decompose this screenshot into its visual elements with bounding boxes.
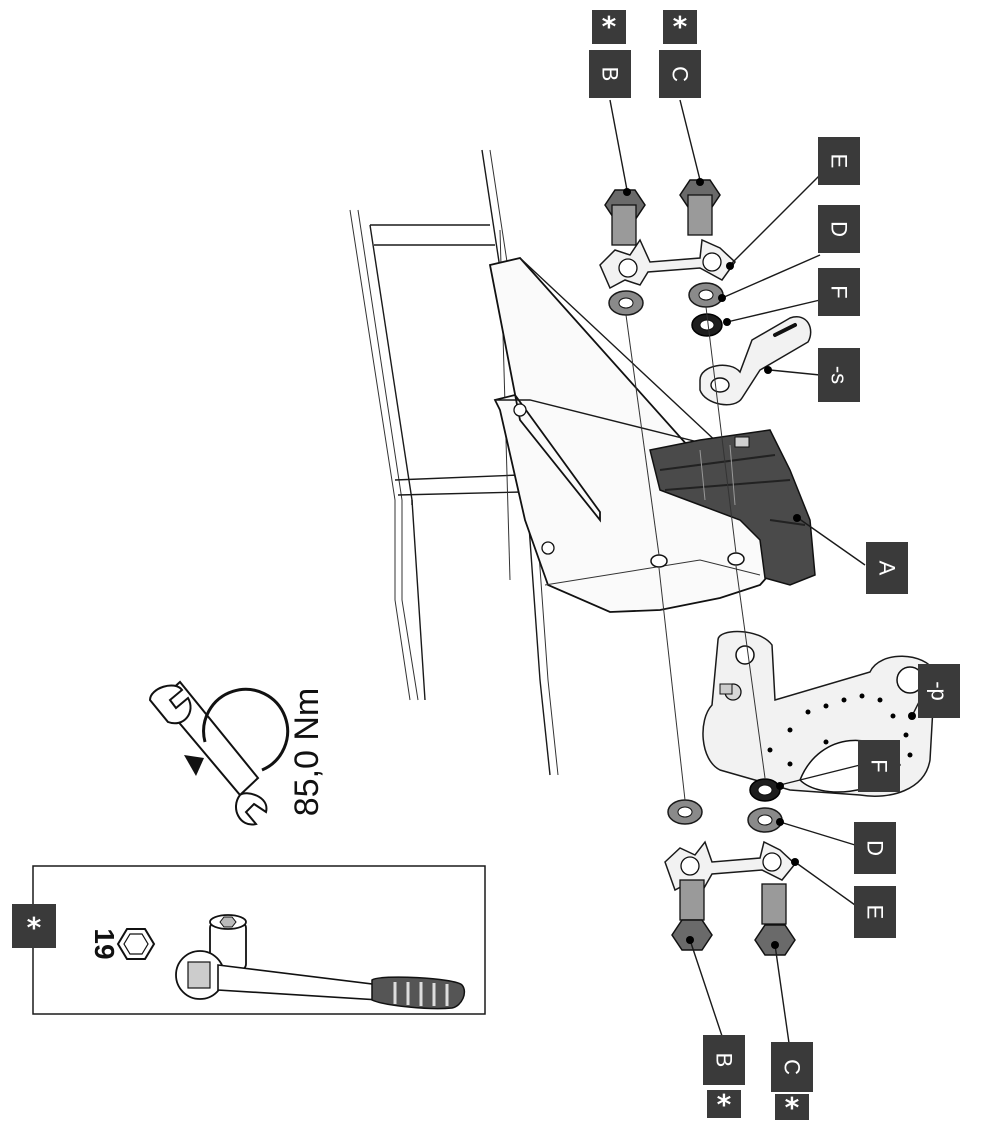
label-p: -p <box>918 664 960 718</box>
svg-text:D: D <box>863 840 888 856</box>
svg-text:-p: -p <box>927 681 952 701</box>
svg-text:*: * <box>602 10 617 43</box>
label-c-upper: C <box>659 50 701 98</box>
part-p-plate <box>702 630 936 797</box>
label-f-upper: F <box>818 268 860 316</box>
part-a-housing <box>649 429 816 586</box>
leader-lines <box>609 99 921 1051</box>
label-d-upper: D <box>818 205 860 253</box>
svg-text:C: C <box>668 66 693 82</box>
lock-plate-e-upper <box>599 238 736 290</box>
bracket-hole-lower <box>727 552 745 566</box>
bolt-b-upper <box>604 189 646 246</box>
tool-inset: * 19 <box>12 865 486 1015</box>
svg-text:F: F <box>867 759 892 772</box>
hex-nut-icon <box>116 928 156 960</box>
lower-fasteners <box>658 565 797 956</box>
label-f-lower: F <box>858 740 900 792</box>
svg-text:*: * <box>673 10 688 43</box>
svg-text:*: * <box>27 911 42 944</box>
svg-text:D: D <box>827 221 852 237</box>
svg-text:*: * <box>717 1088 732 1121</box>
label-c-lower: C <box>771 1042 813 1092</box>
lock-plate-e-lower <box>664 840 797 892</box>
svg-text:C: C <box>780 1059 805 1075</box>
label-e-upper: E <box>818 137 860 185</box>
bracket-hole-upper <box>650 554 668 568</box>
star-b-lower: * <box>707 1088 741 1121</box>
svg-text:B: B <box>598 67 623 82</box>
bolt-c-upper <box>679 179 721 236</box>
ratchet-wrench-icon <box>175 950 466 1010</box>
socket-size: 19 <box>89 928 120 959</box>
svg-text:-s: -s <box>827 366 852 384</box>
label-b-upper: B <box>589 50 631 98</box>
bolt-c-lower <box>754 883 796 956</box>
label-b-lower: B <box>703 1035 745 1085</box>
star-c-lower: * <box>775 1091 809 1124</box>
label-d-lower: D <box>854 822 896 874</box>
svg-text:*: * <box>785 1091 800 1122</box>
svg-text:E: E <box>863 905 888 920</box>
torque-wrench-icon <box>148 680 290 826</box>
label-e-lower: E <box>854 886 896 938</box>
star-b-upper: * <box>592 10 626 44</box>
star-c-upper: * <box>663 10 697 44</box>
label-a: A <box>866 542 908 594</box>
svg-text:E: E <box>827 154 852 169</box>
svg-text:B: B <box>712 1053 737 1068</box>
svg-text:F: F <box>827 285 852 298</box>
svg-text:85,0 Nm: 85,0 Nm <box>288 688 326 817</box>
tool-star-badge: * <box>12 904 56 948</box>
svg-text:A: A <box>875 561 900 576</box>
label-s: -s <box>818 348 860 402</box>
bolt-b-lower <box>671 879 713 951</box>
svg-text:19: 19 <box>89 928 120 959</box>
upper-fasteners <box>599 179 737 556</box>
torque-value: 85,0 Nm <box>288 688 326 817</box>
